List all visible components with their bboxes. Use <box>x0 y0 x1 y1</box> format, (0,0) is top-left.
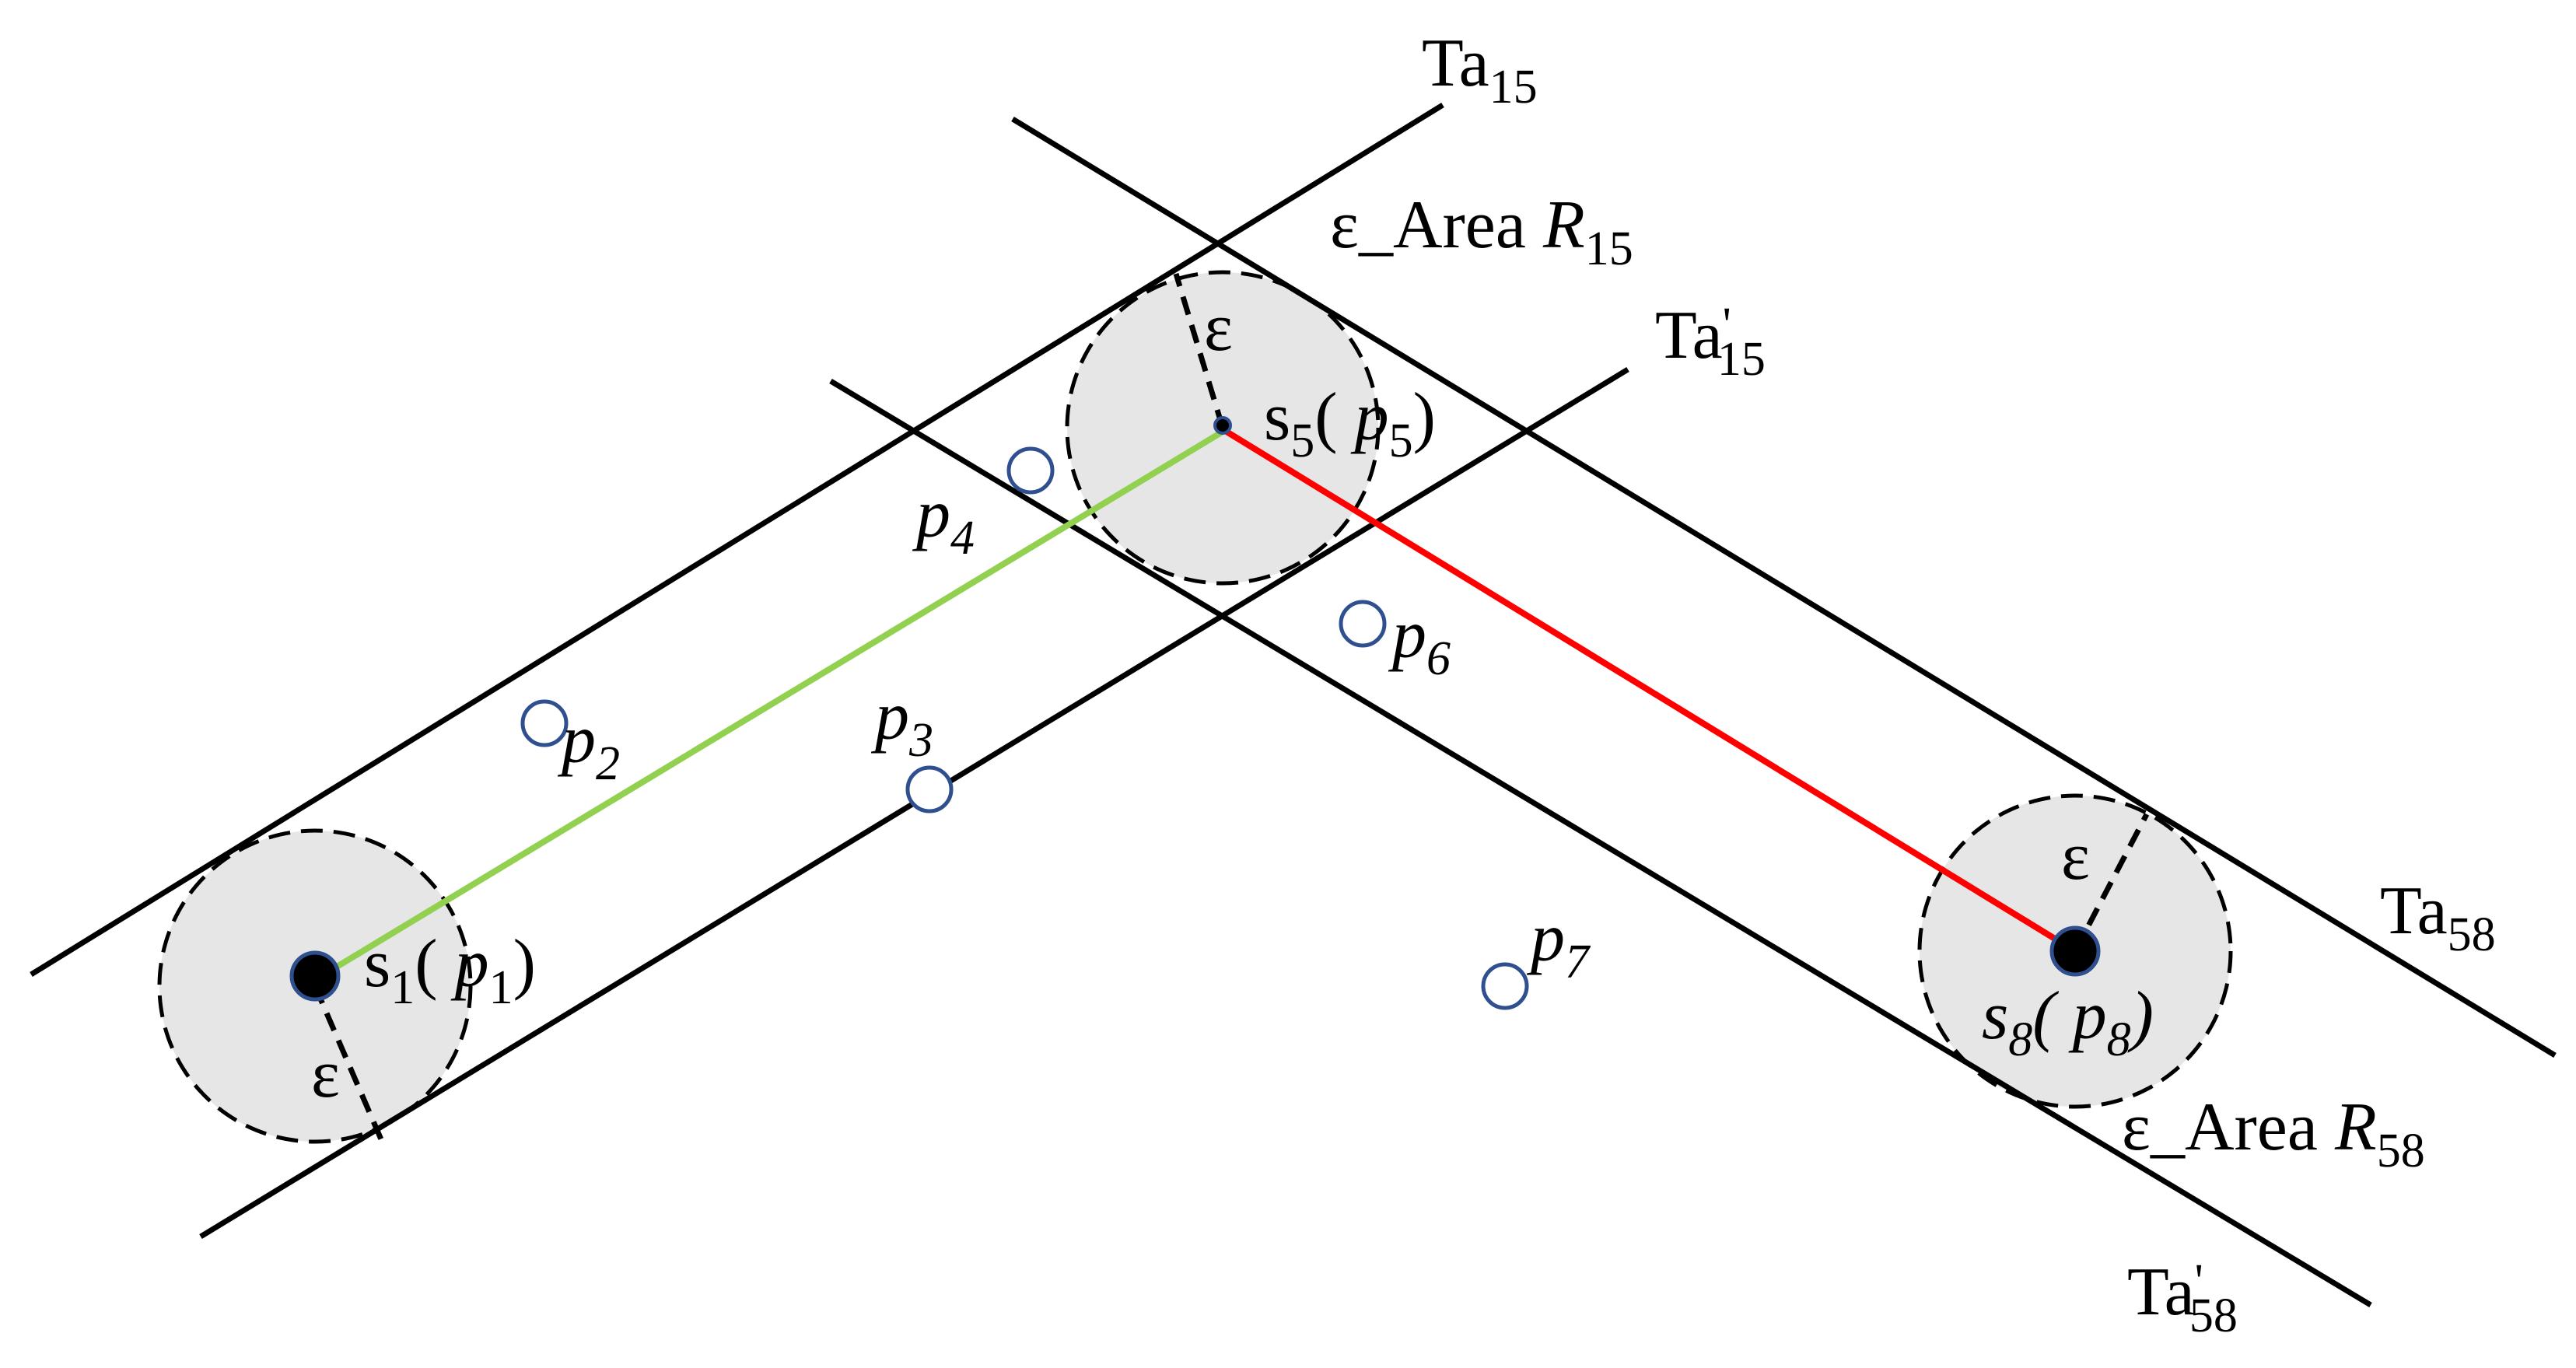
point-p4 <box>1006 446 1055 495</box>
epsilon-radius-s8 <box>2072 813 2150 953</box>
label-epsilon-s8: ε <box>2061 819 2090 894</box>
point-p6 <box>1339 600 1387 648</box>
label-ta58: Ta58 <box>2380 873 2496 961</box>
label-s8: s8( p8) <box>1982 978 2154 1066</box>
epsilon-radius-s5 <box>1173 272 1226 429</box>
label-ta58-prime: Ta'58 <box>2127 1254 2238 1342</box>
label-p6: p6 <box>1388 597 1451 685</box>
label-ta15-prime: Ta'15 <box>1655 298 1766 386</box>
label-p2: p2 <box>557 702 620 790</box>
segment-s5-s8 <box>1220 426 2077 954</box>
label-epsilon-s5: ε <box>1204 290 1233 366</box>
label-epsilon-area-r15: ε_Area R15 <box>1330 187 1633 275</box>
boundary-line-ta58 <box>1011 117 2557 1058</box>
point-p2 <box>520 699 569 747</box>
point-p3 <box>905 765 954 813</box>
segment-s1-s5 <box>313 429 1225 983</box>
label-p7: p7 <box>1526 901 1591 988</box>
label-s1: s1( p1) <box>364 926 536 1014</box>
point-p7 <box>1481 962 1529 1010</box>
boundary-line-ta15 <box>30 103 1444 977</box>
label-p3: p3 <box>870 679 933 767</box>
label-ta15: Ta15 <box>1422 26 1538 114</box>
label-p4: p4 <box>912 477 975 565</box>
point-s8 <box>2049 925 2101 977</box>
label-epsilon-s1: ε <box>311 1037 340 1112</box>
boundary-line-ta58-prime <box>829 378 2372 1308</box>
point-s1 <box>289 950 341 1002</box>
point-s5 <box>1213 416 1232 435</box>
label-epsilon-area-r58: ε_Area R58 <box>2122 1090 2425 1177</box>
label-s5: s5( p5) <box>1264 380 1436 467</box>
